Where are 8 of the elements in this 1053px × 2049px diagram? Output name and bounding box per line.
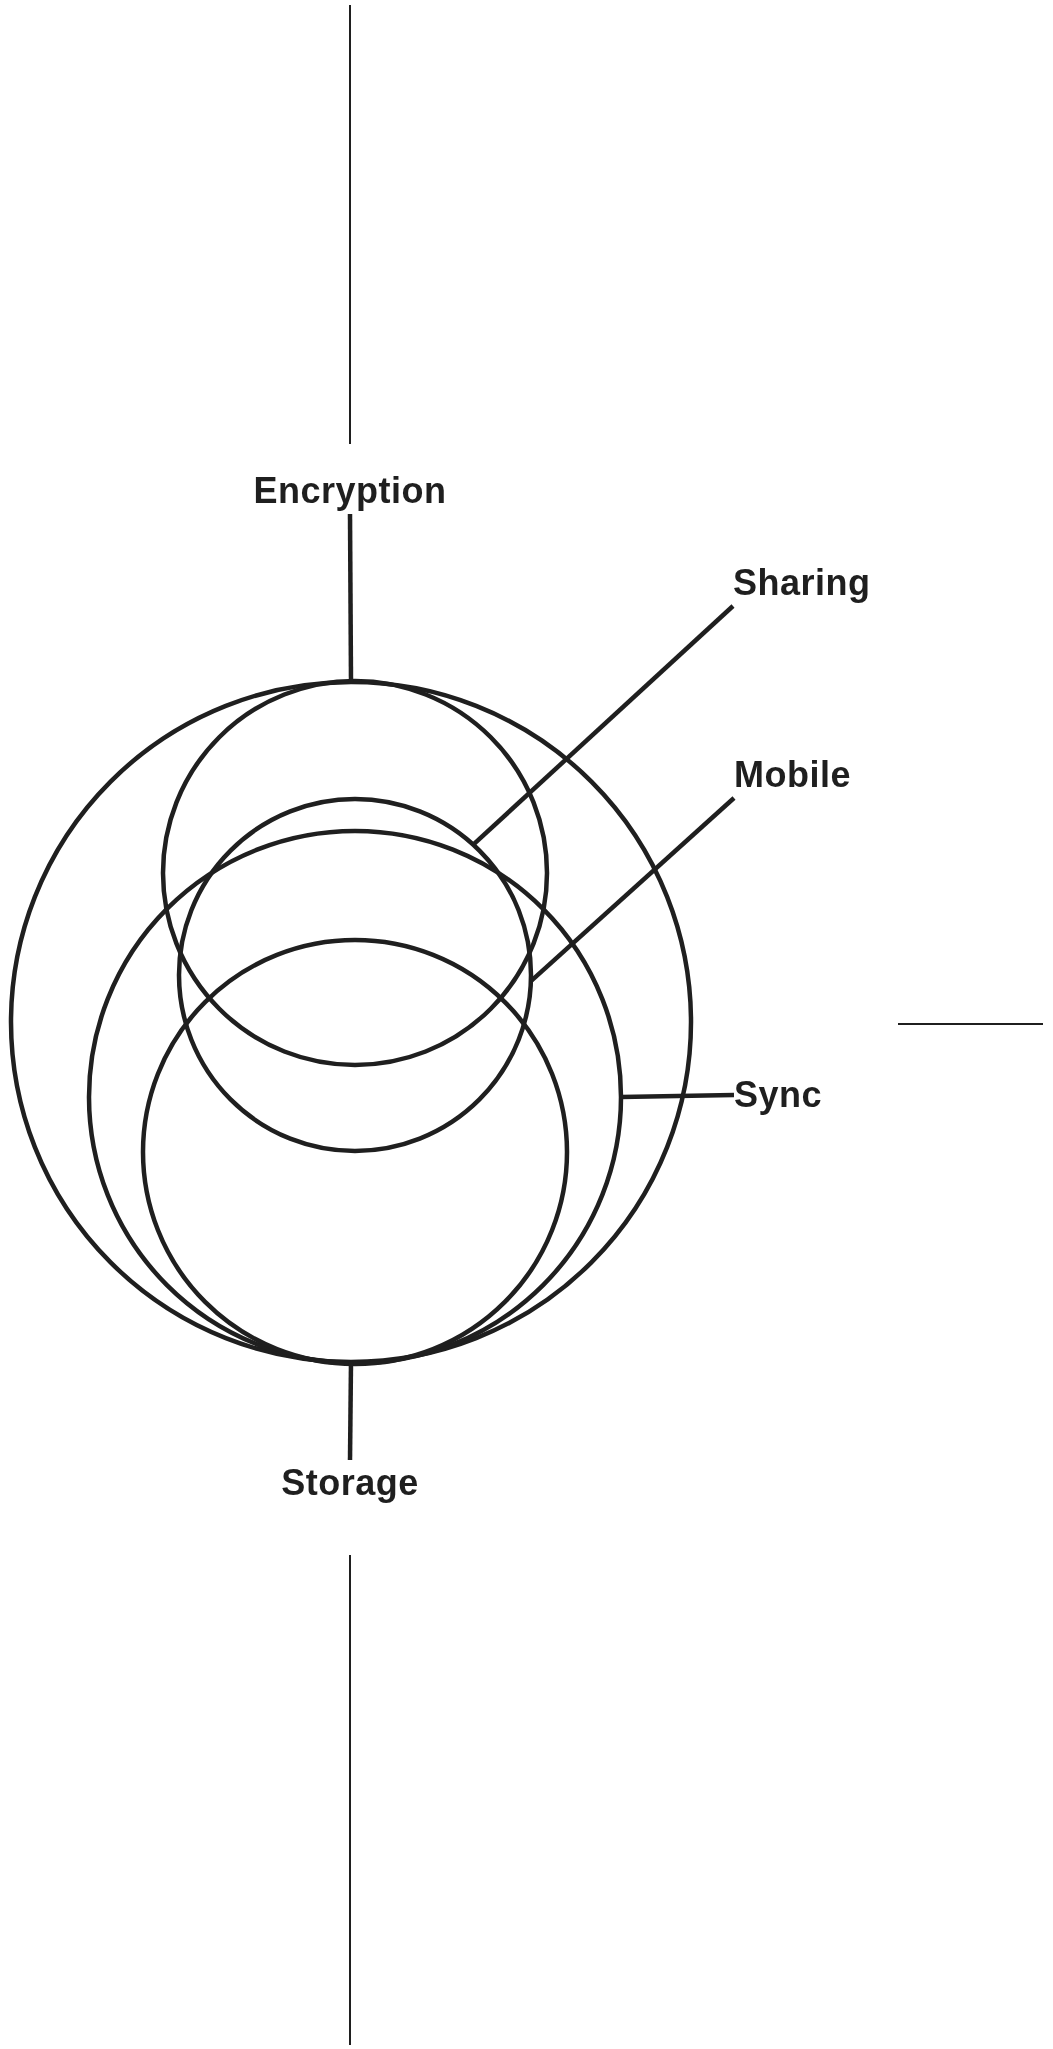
feature-label: Encryption [253, 473, 447, 509]
feature-label: Mobile [734, 757, 851, 793]
feature-label: Sync [734, 1077, 823, 1113]
feature-label: Storage [281, 1465, 419, 1501]
leader-line [471, 604, 735, 847]
leader-line [620, 1092, 735, 1100]
feature-label: Sharing [733, 565, 871, 601]
leader-line [347, 514, 354, 682]
